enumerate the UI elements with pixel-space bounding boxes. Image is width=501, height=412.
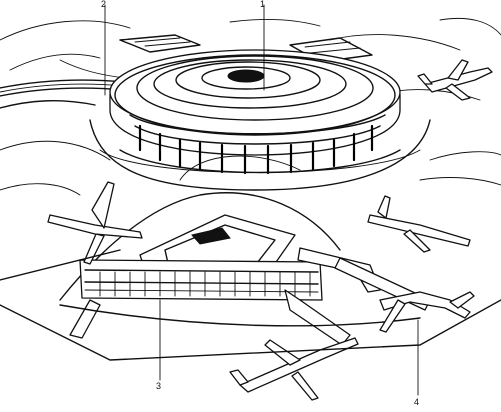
airplane-right-lower [379,291,475,333]
ground-plane [0,155,501,361]
access-roads [0,59,126,109]
airplane-right-upper [367,195,471,253]
label-3: 3 [156,381,162,391]
label-1: 1 [260,0,266,9]
rotunda-pillars [138,124,374,175]
satellite-pier [59,192,431,346]
central-rotunda [109,49,401,175]
label-4: 4 [414,397,420,407]
pier-windows [99,271,311,297]
airplane-upper-right [417,59,493,101]
airplane-left [47,181,143,265]
label-2: 2 [101,0,107,9]
rotunda-forecourt [89,119,431,191]
leader-lines [104,4,419,396]
airplane-bottom [229,337,359,401]
